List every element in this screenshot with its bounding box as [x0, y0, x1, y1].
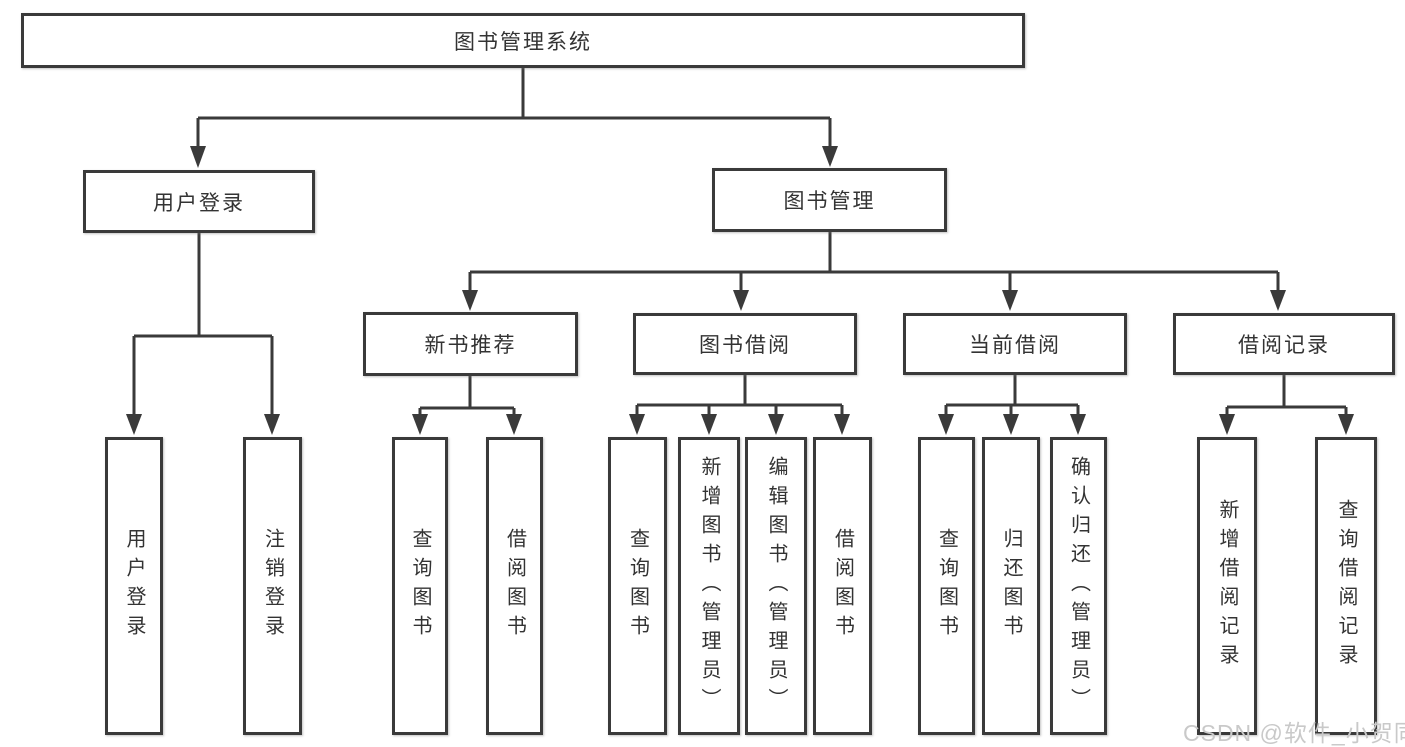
leaf-label: 新增借阅记录	[1216, 499, 1238, 673]
node-new-book-recommend: 新书推荐	[363, 312, 578, 376]
leaf-label: 查询图书	[935, 528, 958, 644]
leaf-query-book-current: 查询图书	[918, 437, 975, 735]
leaf-label: 新增图书（管理员）	[698, 455, 720, 717]
node-book-borrowing: 图书借阅	[633, 313, 857, 375]
leaf-edit-book-admin: 编辑图书（管理员）	[745, 437, 807, 735]
leaf-query-borrow-record: 查询借阅记录	[1315, 437, 1377, 735]
leaf-query-book-borrowing: 查询图书	[608, 437, 667, 735]
leaf-label: 确认归还（管理员）	[1067, 455, 1090, 717]
node-label: 借阅记录	[1238, 334, 1330, 357]
leaf-label: 用户登录	[123, 528, 145, 644]
leaf-label: 归还图书	[1000, 528, 1022, 644]
node-borrow-records: 借阅记录	[1173, 313, 1395, 375]
leaf-label: 查询图书	[409, 528, 431, 644]
leaf-label: 编辑图书（管理员）	[765, 455, 787, 717]
leaf-borrow-book-recommend: 借阅图书	[486, 437, 543, 735]
leaf-logout: 注销登录	[243, 437, 302, 735]
leaf-label: 借阅图书	[831, 528, 854, 644]
leaf-label: 注销登录	[261, 528, 284, 644]
leaf-borrow-book: 借阅图书	[813, 437, 872, 735]
leaf-label: 借阅图书	[503, 528, 526, 644]
arrowhead-icons	[126, 146, 1354, 435]
leaf-add-borrow-record: 新增借阅记录	[1197, 437, 1257, 735]
node-book-management-group: 图书管理	[712, 168, 947, 232]
leaf-add-book-admin: 新增图书（管理员）	[678, 437, 740, 735]
leaf-label: 查询图书	[626, 528, 649, 644]
node-label: 用户登录	[153, 191, 245, 215]
node-current-borrowing: 当前借阅	[903, 313, 1127, 375]
node-label: 当前借阅	[969, 334, 1061, 357]
node-label: 新书推荐	[424, 334, 517, 357]
node-label: 图书借阅	[699, 334, 791, 357]
node-root-system: 图书管理系统	[21, 13, 1025, 68]
csdn-watermark: CSDN @软件_小贺同学	[1183, 720, 1405, 746]
node-user-login-group: 用户登录	[83, 170, 315, 233]
node-root-label: 图书管理系统	[454, 30, 592, 54]
leaf-confirm-return-admin: 确认归还（管理员）	[1050, 437, 1107, 735]
node-label: 图书管理	[783, 190, 876, 213]
leaf-return-book: 归还图书	[982, 437, 1040, 735]
leaf-query-book-recommend: 查询图书	[392, 437, 448, 735]
leaf-label: 查询借阅记录	[1335, 499, 1357, 673]
leaf-user-login: 用户登录	[105, 437, 163, 735]
